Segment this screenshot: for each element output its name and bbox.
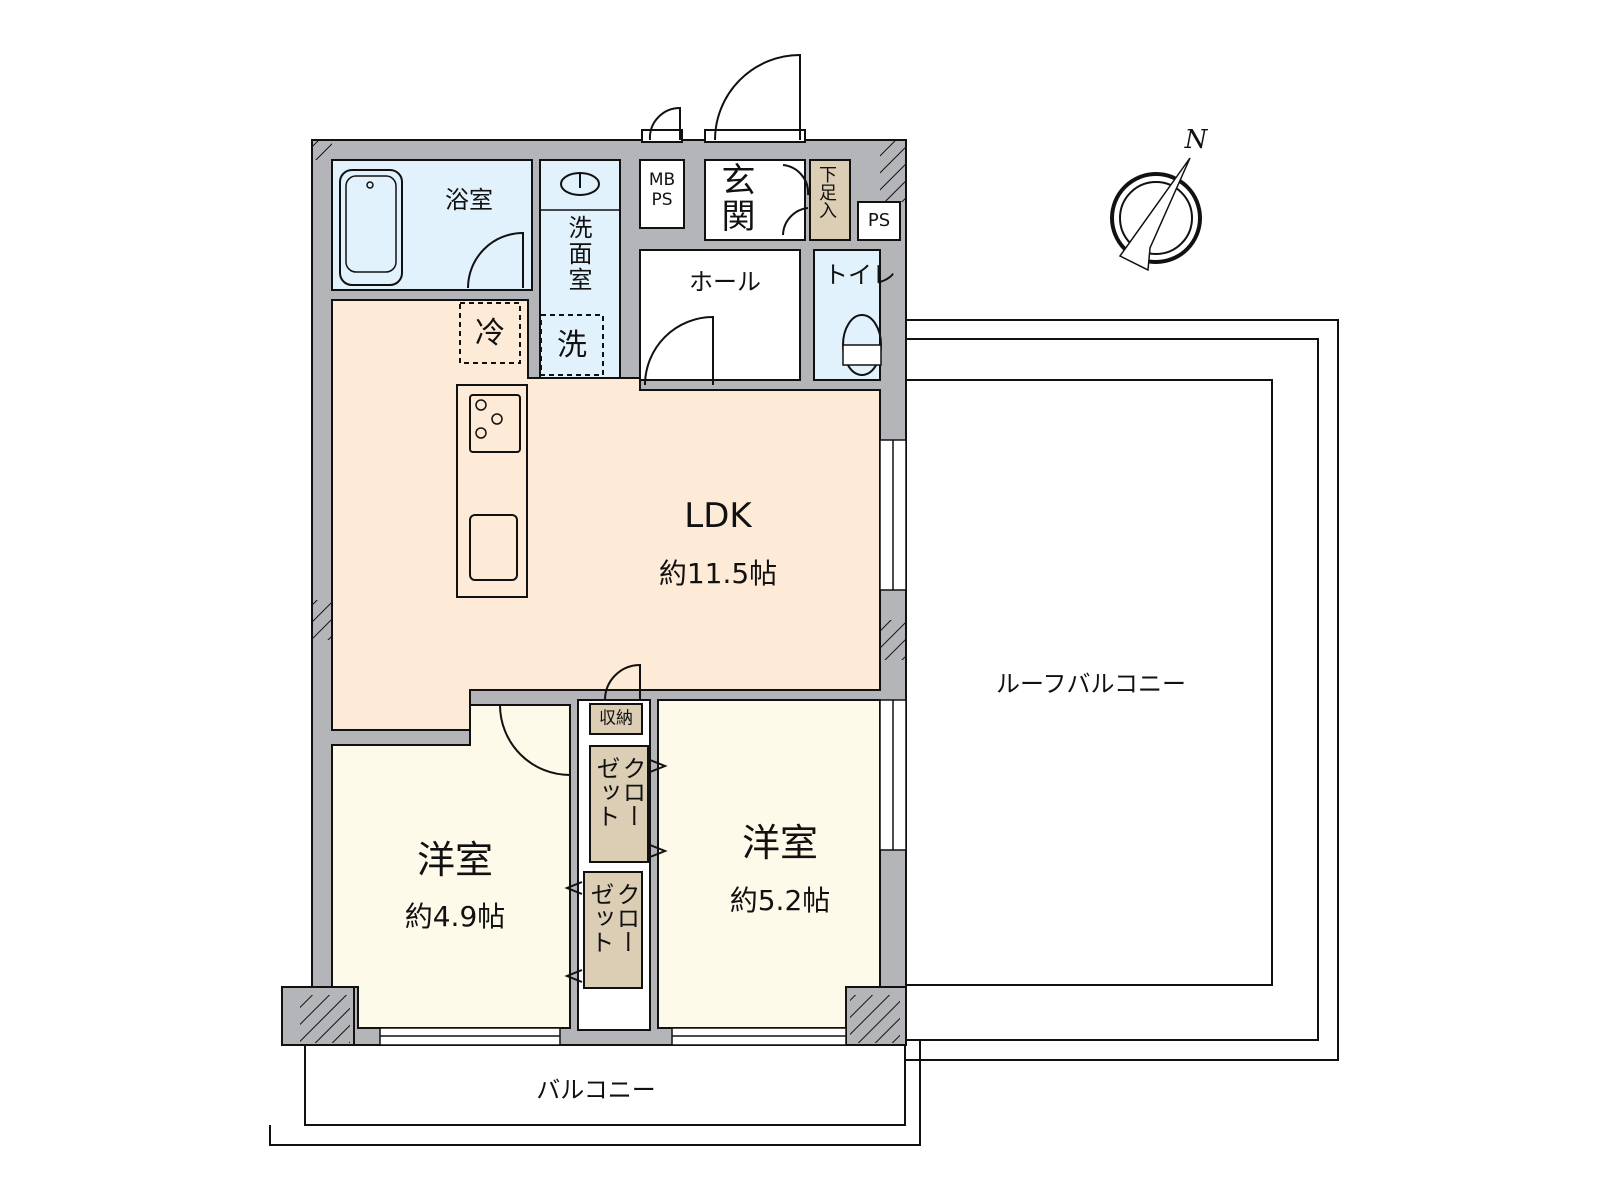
shoe-box xyxy=(809,159,851,241)
hall xyxy=(639,249,801,381)
bath-room xyxy=(331,159,533,291)
mbps-line2: PS xyxy=(651,190,673,210)
roof-balcony xyxy=(905,319,1339,1061)
washer-label: 洗 xyxy=(557,328,587,363)
closet-1 xyxy=(589,745,649,863)
hall-label: ホール xyxy=(689,268,761,296)
entrance xyxy=(704,159,806,241)
washer-space xyxy=(540,314,604,376)
western-room-1 xyxy=(331,704,571,1029)
balcony xyxy=(269,1040,921,1146)
bath-label: 浴室 xyxy=(445,186,493,214)
storage-label: 収納 xyxy=(599,708,633,729)
closet-2 xyxy=(583,871,643,989)
ps-label: PS xyxy=(867,210,891,231)
ps-shaft xyxy=(857,201,901,241)
western-room-1-size: 約4.9帖 xyxy=(404,900,506,933)
bathtub-icon xyxy=(339,169,403,286)
wall-hatching xyxy=(300,140,906,1043)
closet-2-col1: クロー xyxy=(612,882,640,954)
western-room-1-label: 洋室 xyxy=(416,838,494,882)
mbps-line1: MB xyxy=(648,170,676,190)
closet-2-col2: ゼット xyxy=(586,882,614,954)
windows xyxy=(379,439,907,1046)
ldk-label: LDK xyxy=(684,496,752,536)
washroom-label: 洗面室 xyxy=(564,215,592,293)
closet-2-label: クロー ゼット xyxy=(586,882,640,954)
closet-1-col2: ゼット xyxy=(592,756,620,828)
compass-icon xyxy=(1110,157,1202,272)
roof-balcony-label: ルーフバルコニー xyxy=(995,670,1187,698)
washroom xyxy=(539,159,621,381)
mbps-shaft xyxy=(639,159,685,229)
balcony-label: バルコニー xyxy=(536,1076,656,1104)
storage xyxy=(589,703,643,735)
compass-north-label: N xyxy=(1184,125,1208,155)
stove-icon xyxy=(469,394,521,453)
western-room-2-label: 洋室 xyxy=(741,821,819,865)
mbps-label: MB PS xyxy=(646,172,678,209)
ldk-size: 約11.5帖 xyxy=(658,557,778,590)
fridge-space xyxy=(459,302,521,364)
doors xyxy=(467,53,810,983)
sink-icon xyxy=(469,514,518,581)
western-room-2-size: 約5.2帖 xyxy=(729,884,831,917)
entrance-label: 玄関 xyxy=(715,162,755,234)
closet-1-label: クロー ゼット xyxy=(592,756,646,828)
toilet-label: トイレ xyxy=(824,261,896,289)
fridge-label: 冷 xyxy=(475,316,505,351)
rooms xyxy=(331,159,901,1031)
closet-1-col1: クロー xyxy=(618,756,646,828)
shoe-box-label: 下足入 xyxy=(816,165,837,219)
